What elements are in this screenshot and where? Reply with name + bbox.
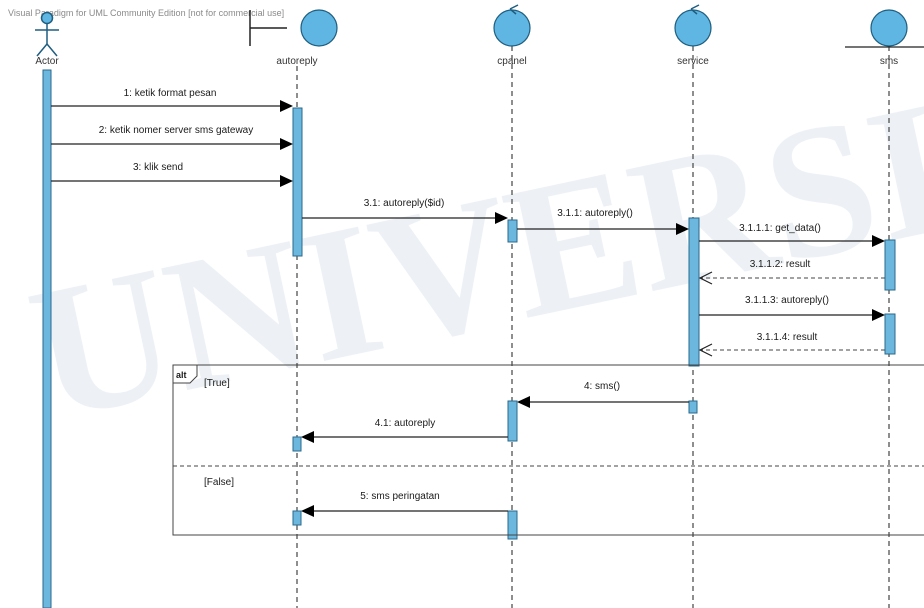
message-label: 3.1.1: autoreply(): [557, 208, 633, 219]
activation-autoreply-3: [292, 510, 302, 526]
activation-cpanel-2: [507, 400, 518, 442]
lifeline-name-actor: Actor: [35, 56, 59, 67]
activation-sms-2: [884, 313, 896, 355]
control-icon: [493, 4, 531, 47]
arrow-head: [301, 431, 314, 443]
activation-autoreply-1: [292, 107, 303, 257]
activation-sms-1: [884, 239, 896, 291]
message-label: 3.1.1.3: autoreply(): [745, 295, 829, 306]
message-label: 3.1.1.2: result: [750, 259, 811, 270]
header-text: Visual Paradigm for UML Community Editio…: [8, 8, 284, 18]
activation-cpanel-3: [507, 510, 518, 540]
arrow-head: [280, 138, 293, 150]
lifeline-name-sms: sms: [880, 56, 898, 67]
message-label: 4: sms(): [584, 381, 620, 392]
arrow-head: [495, 212, 508, 224]
arrow-head: [872, 309, 885, 321]
arrow-head: [301, 505, 314, 517]
message-label: 3.1.1.1: get_data(): [739, 223, 821, 234]
activation-actor: [42, 69, 52, 608]
message-label: 3: klik send: [133, 162, 183, 173]
entity-icon: [845, 9, 924, 48]
alt-fragment: alt [True] [False]: [172, 364, 924, 536]
arrow-head: [872, 235, 885, 247]
arrow-head: [676, 223, 689, 235]
activation-cpanel-1: [507, 219, 518, 243]
fragment-operator-box: [172, 364, 198, 384]
open-arrow-head: [698, 343, 713, 357]
actor-icon: [35, 11, 59, 57]
message-label: 1: ketik format pesan: [124, 88, 217, 99]
boundary-icon: [249, 9, 338, 47]
message-label: 2: ketik nomer server sms gateway: [99, 125, 254, 136]
activation-service-2: [688, 400, 698, 414]
guard-true: [True]: [204, 378, 230, 389]
lifeline-name-autoreply: autoreply: [276, 56, 317, 67]
arrow-head: [517, 396, 530, 408]
arrow-head: [280, 100, 293, 112]
messages: 1: ketik format pesan 2: ketik nomer ser…: [51, 88, 885, 517]
lifeline-name-cpanel: cpanel: [497, 56, 526, 67]
guard-false: [False]: [204, 477, 234, 488]
arrow-head: [280, 175, 293, 187]
message-label: 3.1.1.4: result: [757, 332, 818, 343]
message-label: 5: sms peringatan: [360, 491, 440, 502]
lifeline-name-service: service: [677, 56, 709, 67]
activation-autoreply-2: [292, 436, 302, 452]
message-label: 4.1: autoreply: [375, 418, 436, 429]
fragment-frame: [172, 364, 924, 536]
open-arrow-head: [698, 271, 713, 285]
control-icon: [674, 4, 712, 47]
activation-service-1: [688, 217, 700, 367]
message-label: 3.1: autoreply($id): [364, 198, 445, 209]
fragment-operator: alt: [176, 370, 187, 380]
activations: [42, 69, 896, 608]
